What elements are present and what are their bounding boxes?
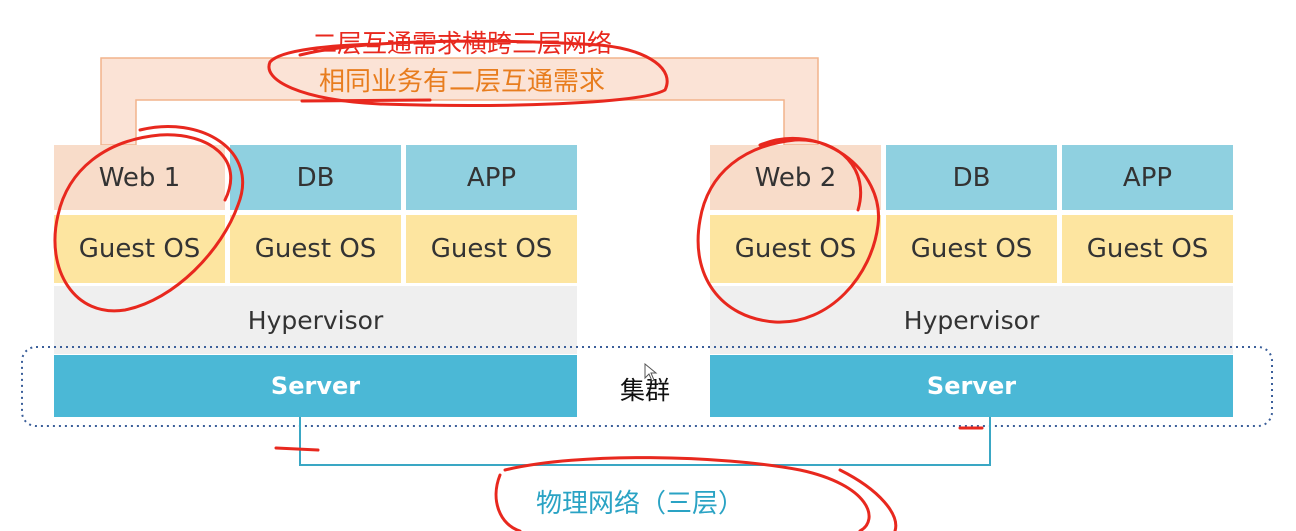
same-service-note: 相同业务有二层互通需求 — [319, 67, 606, 97]
server-left-label: Server — [270, 372, 361, 400]
mouse-pointer-icon — [644, 363, 658, 382]
server-right-label: Server — [926, 372, 1017, 400]
vm-app-left: APP — [406, 145, 577, 210]
physical-network-label: 物理网络（三层） — [536, 489, 745, 519]
vm-db-left-label: DB — [296, 162, 335, 193]
circle-physical-network — [494, 456, 898, 531]
guest-os-app-left-label: Guest OS — [430, 234, 553, 264]
cluster-label: 集群 — [620, 376, 671, 405]
vm-web2-label: Web 2 — [754, 162, 837, 193]
hypervisor-left: Hypervisor — [54, 286, 577, 354]
vm-app-left-label: APP — [466, 162, 517, 193]
vm-web1-label: Web 1 — [98, 162, 181, 193]
cluster-outline — [21, 346, 1273, 427]
vm-app-right-label: APP — [1122, 162, 1173, 193]
circle-top-note — [267, 39, 669, 107]
vm-app-right: APP — [1062, 145, 1233, 210]
circle-web1 — [53, 125, 245, 313]
vm-db-right: DB — [886, 145, 1057, 210]
guest-os-app-right-label: Guest OS — [1086, 234, 1209, 264]
guest-os-web2-label: Guest OS — [734, 234, 857, 264]
circle-web2 — [696, 136, 880, 324]
guest-os-db-right: Guest OS — [886, 215, 1057, 283]
guest-os-web2: Guest OS — [710, 215, 881, 283]
hypervisor-right-label: Hypervisor — [903, 305, 1040, 335]
mark-left-link — [274, 446, 320, 452]
physical-network-link — [299, 417, 991, 466]
guest-os-web1: Guest OS — [54, 215, 225, 283]
guest-os-db-right-label: Guest OS — [910, 234, 1033, 264]
guest-os-app-right: Guest OS — [1062, 215, 1233, 283]
vm-web1: Web 1 — [54, 145, 225, 210]
vm-db-right-label: DB — [952, 162, 991, 193]
vm-web2: Web 2 — [710, 145, 881, 210]
guest-os-app-left: Guest OS — [406, 215, 577, 283]
guest-os-db-left: Guest OS — [230, 215, 401, 283]
server-left: Server — [54, 355, 577, 417]
underline-top-note — [300, 98, 432, 103]
server-right: Server — [710, 355, 1233, 417]
vm-db-left: DB — [230, 145, 401, 210]
guest-os-web1-label: Guest OS — [78, 234, 201, 264]
hypervisor-left-label: Hypervisor — [247, 305, 384, 335]
guest-os-db-left-label: Guest OS — [254, 234, 377, 264]
